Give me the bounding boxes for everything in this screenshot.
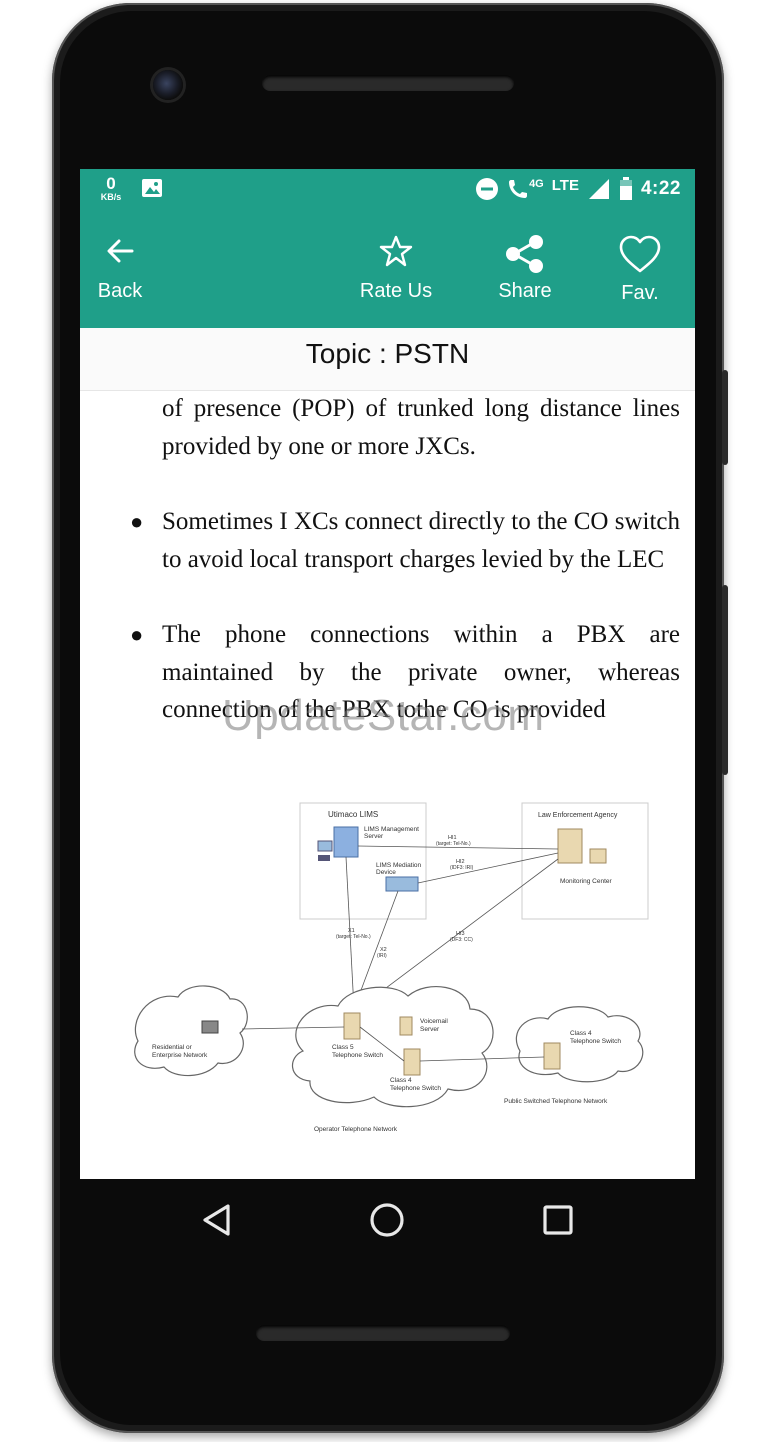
heart-icon [619,235,661,273]
triangle-back-icon [203,1204,230,1236]
residential-cloud [134,985,248,1077]
bottom-speaker [256,1325,510,1341]
lims-med-label2: Device [376,869,396,876]
nav-home-button[interactable] [370,1203,404,1237]
lims-med-label: LIMS Mediation [376,862,422,869]
monitoring-label: Monitoring Center [560,878,612,885]
arrow-left-icon [107,239,134,263]
do-not-disturb-icon [476,178,499,200]
hi1-label: HI1 [448,835,457,841]
hi2-iri: (IDF3: IRI) [450,865,474,871]
data-speed-unit: KB/s [100,192,122,202]
pstn-label: Public Switched Telephone Network [504,1098,608,1105]
nav-back-button[interactable] [203,1204,230,1236]
back-button[interactable]: Back [94,235,146,303]
paragraph-text: of presence (POP) of trunked long distan… [162,395,680,460]
x2-iri: (IRI) [377,953,387,959]
x2-label: X2 [380,947,387,953]
hi2-label: HI2 [456,859,465,865]
operator-cloud [292,986,494,1108]
rate-us-button[interactable]: Rate Us [356,235,436,303]
battery-icon [619,177,632,200]
operator-label: Operator Telephone Network [314,1126,398,1133]
x1-target: (target: Tel-No.) [336,934,371,940]
status-bar: 0 KB/s 4G LTE 4:22 [80,169,695,209]
circle-home-icon [370,1203,404,1237]
class4-pstn-label: Class 4 [570,1030,592,1037]
signal-icon [588,179,609,199]
network-type: 4G [529,178,544,190]
bullet-text: The phone connections within a PBX are m… [162,621,680,723]
data-speed-value: 0 [106,174,116,193]
lea-title: Law Enforcement Agency [538,812,618,819]
share-label: Share [498,280,552,302]
x1-label: X1 [348,928,355,934]
share-icon [506,235,543,273]
data-speed-indicator: 0 KB/s [94,175,128,202]
power-button [722,585,728,775]
class5-label2: Telephone Switch [332,1052,383,1059]
voicemail-label: Voicemail [420,1018,448,1025]
favorite-button[interactable]: Fav. [612,235,668,305]
earpiece-speaker [262,75,514,91]
fav-label: Fav. [621,282,659,304]
screen: 0 KB/s 4G LTE 4:22 [80,169,695,1179]
wifi-call-icon [509,180,528,198]
lims-mgmt-label: LIMS Management [364,826,419,833]
star-icon [379,235,413,267]
bullet-text: Sometimes I XCs connect directly to the … [162,508,680,573]
nav-recents-button[interactable] [543,1205,573,1235]
class5-label: Class 5 [332,1044,354,1051]
hi3-label: HI3 [456,931,465,937]
lims-title: Utimaco LIMS [328,810,378,819]
voicemail-label2: Server [420,1026,440,1033]
share-button[interactable]: Share [490,235,560,303]
hi3-cc: (DF3: CC) [450,937,473,943]
lea-box [521,802,649,920]
content-scroll-area[interactable]: of presence (POP) of trunked long distan… [80,391,695,1179]
android-nav-bar [203,1203,573,1237]
residential-label: Residential or [152,1044,193,1051]
lims-mgmt-label2: Server [364,833,384,840]
rate-us-label: Rate Us [359,280,433,302]
lte-indicator: LTE [551,176,579,194]
bullet-dot: ● [130,509,144,534]
back-label: Back [97,280,143,302]
topic-title: Topic : PSTN [80,328,695,391]
image-icon [142,179,162,197]
volume-button [722,370,728,465]
front-camera [153,70,183,100]
network-diagram: Utimaco LIMS LIMS Management Server LIMS… [134,802,649,1133]
square-recents-icon [543,1205,573,1235]
residential-label2: Enterprise Network [152,1052,208,1059]
app-toolbar: Back Rate Us Share Fav. [80,209,695,328]
status-icons: 4G LTE 4:22 [475,176,681,202]
class4-pstn-label2: Telephone Switch [570,1038,621,1045]
class4-label: Class 4 [390,1077,412,1084]
bullet-dot: ● [130,622,144,647]
class4-label2: Telephone Switch [390,1085,441,1092]
clock: 4:22 [640,178,681,199]
hi1-target: (target: Tel-No.) [436,841,471,847]
